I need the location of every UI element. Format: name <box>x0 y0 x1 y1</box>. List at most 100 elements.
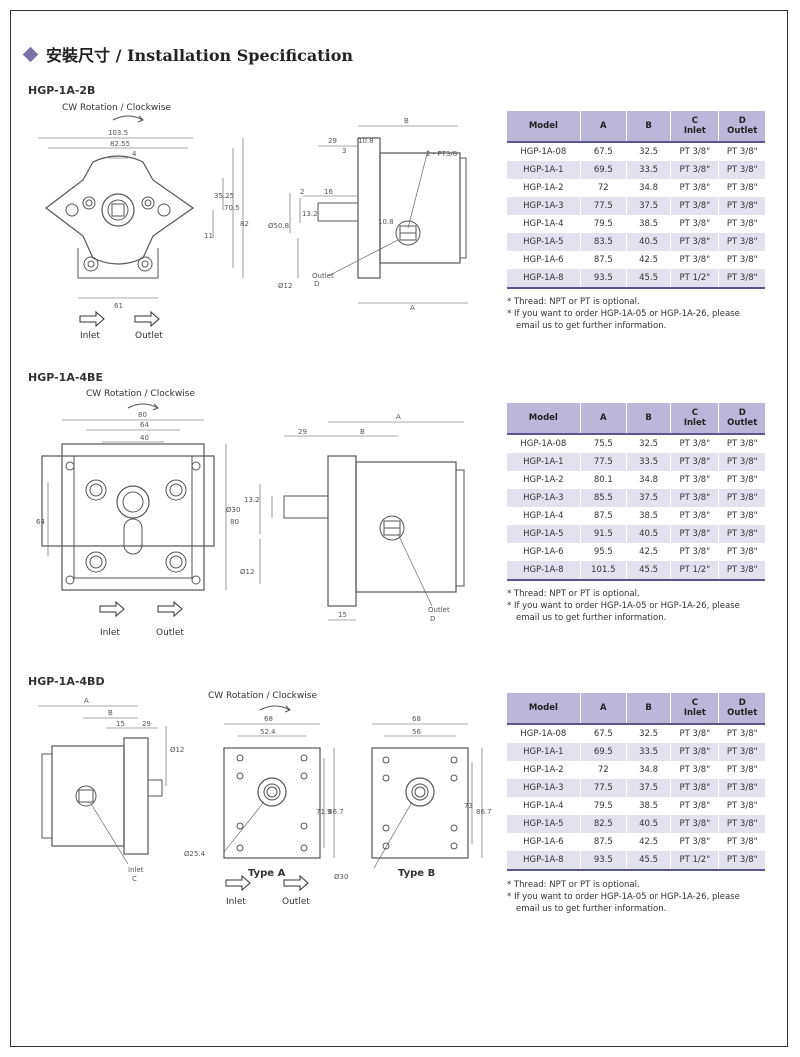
table-cell: PT 3/8" <box>718 233 765 251</box>
dim-label: 82.55 <box>110 140 130 148</box>
rotation-label: CW Rotation / Clockwise <box>86 389 195 399</box>
inlet-label: Inlet <box>226 897 246 907</box>
col-header-b: B <box>626 693 672 724</box>
type-b-label: Type B <box>398 868 435 879</box>
dim-label: Ø25.4 <box>184 850 206 858</box>
dim-label: 15 <box>338 611 347 619</box>
table-cell: PT 3/8" <box>670 179 720 197</box>
section-title-hgp-1a-2b: HGP-1A-2B <box>28 84 96 97</box>
table-cell: HGP-1A-6 <box>507 833 581 851</box>
table-cell: 95.5 <box>580 543 627 561</box>
inlet-label: Inlet <box>100 628 120 638</box>
dim-label: Ø12 <box>240 568 254 576</box>
notes-hgp-1a-2b: * Thread: NPT or PT is optional. * If yo… <box>507 296 777 332</box>
table-cell: 69.5 <box>580 743 627 761</box>
table-cell: PT 3/8" <box>718 815 765 833</box>
table-cell: PT 3/8" <box>670 797 720 815</box>
col-header-model: Model <box>507 403 581 434</box>
table-cell: HGP-1A-4 <box>507 507 581 525</box>
note-line: * If you want to order HGP-1A-05 or HGP-… <box>507 309 740 319</box>
table-cell: 37.5 <box>626 197 672 215</box>
note-line: * Thread: NPT or PT is optional. <box>507 880 640 890</box>
dim-label: 61 <box>114 302 123 310</box>
table-cell: PT 3/8" <box>670 779 720 797</box>
table-cell: PT 3/8" <box>718 453 765 471</box>
dim-label: B <box>360 428 365 436</box>
diamond-bullet-icon <box>22 46 39 62</box>
table-cell: HGP-1A-6 <box>507 251 581 269</box>
dim-label: 71.9 <box>316 808 332 816</box>
section-title-hgp-1a-4bd: HGP-1A-4BD <box>28 675 105 688</box>
dim-label: 35.25 <box>214 192 234 200</box>
table-cell: PT 3/8" <box>670 489 720 507</box>
dim-label: 64 <box>140 421 149 429</box>
drawing-hgp-1a-4be: CW Rotation / Clockwise 80 64 40 64 80 A… <box>28 384 498 644</box>
table-cell: PT 3/8" <box>718 161 765 179</box>
dim-label: 11 <box>204 232 213 240</box>
table-cell: PT 3/8" <box>726 837 758 847</box>
table-cell: PT 3/8" <box>670 215 720 233</box>
table-cell: 93.5 <box>580 851 627 871</box>
table-cell: PT 3/8" <box>670 815 720 833</box>
note-line: * If you want to order HGP-1A-05 or HGP-… <box>507 892 740 902</box>
table-cell: HGP-1A-5 <box>507 233 581 251</box>
dim-label: 29 <box>142 720 151 728</box>
dim-label: 86.7 <box>476 808 492 816</box>
table-cell: 42.5 <box>626 543 672 561</box>
table-cell: HGP-1A-5 <box>507 525 581 543</box>
dim-label: Outlet <box>428 606 450 614</box>
table-cell: 33.5 <box>626 161 672 179</box>
dim-label: C <box>132 875 137 883</box>
dim-label: 80 <box>230 518 239 526</box>
dim-label: D <box>430 615 435 623</box>
type-a-label: Type A <box>248 868 286 879</box>
table-cell: 34.8 <box>626 179 672 197</box>
table-cell: 69.5 <box>580 161 627 179</box>
table-cell: 93.5 <box>580 269 627 289</box>
dim-label: A <box>396 413 401 421</box>
dim-label: 80 <box>138 411 147 419</box>
dim-label: 13.2 <box>302 210 318 218</box>
dim-label: 56 <box>412 728 421 736</box>
table-cell: 34.8 <box>626 471 672 489</box>
dim-label: 86.7 <box>328 808 344 816</box>
table-cell: PT 3/8" <box>670 723 720 743</box>
table-cell: 75.5 <box>580 433 627 453</box>
drawing-hgp-1a-4bd: A B 15 29 Ø12 Inlet C CW Rotation / Cloc… <box>28 686 498 916</box>
dim-label: B <box>108 709 113 717</box>
rotation-label: CW Rotation / Clockwise <box>208 691 317 701</box>
table-cell: HGP-1A-4 <box>507 215 581 233</box>
table-cell: 37.5 <box>626 489 672 507</box>
table-cell: PT 3/8" <box>670 251 720 269</box>
table-cell: 40.5 <box>626 525 672 543</box>
table-cell: PT 3/8" <box>726 475 758 485</box>
dim-label: Outlet <box>312 272 334 280</box>
table-cell: HGP-1A-1 <box>507 453 581 471</box>
page-frame <box>10 10 788 1047</box>
table-cell: PT 3/8" <box>670 161 720 179</box>
outlet-label: Outlet <box>282 897 310 907</box>
table-cell: HGP-1A-1 <box>507 161 581 179</box>
dim-label: 13.2 <box>244 496 260 504</box>
table-cell: 45.5 <box>626 269 672 289</box>
dim-label: 103.5 <box>108 129 128 137</box>
table-cell: 37.5 <box>626 779 672 797</box>
col-header-model: Model <box>507 693 581 724</box>
table-cell: 87.5 <box>580 251 627 269</box>
note-line: email us to get further information. <box>516 613 667 623</box>
table-cell: PT 3/8" <box>670 197 720 215</box>
table-cell: PT 3/8" <box>670 543 720 561</box>
